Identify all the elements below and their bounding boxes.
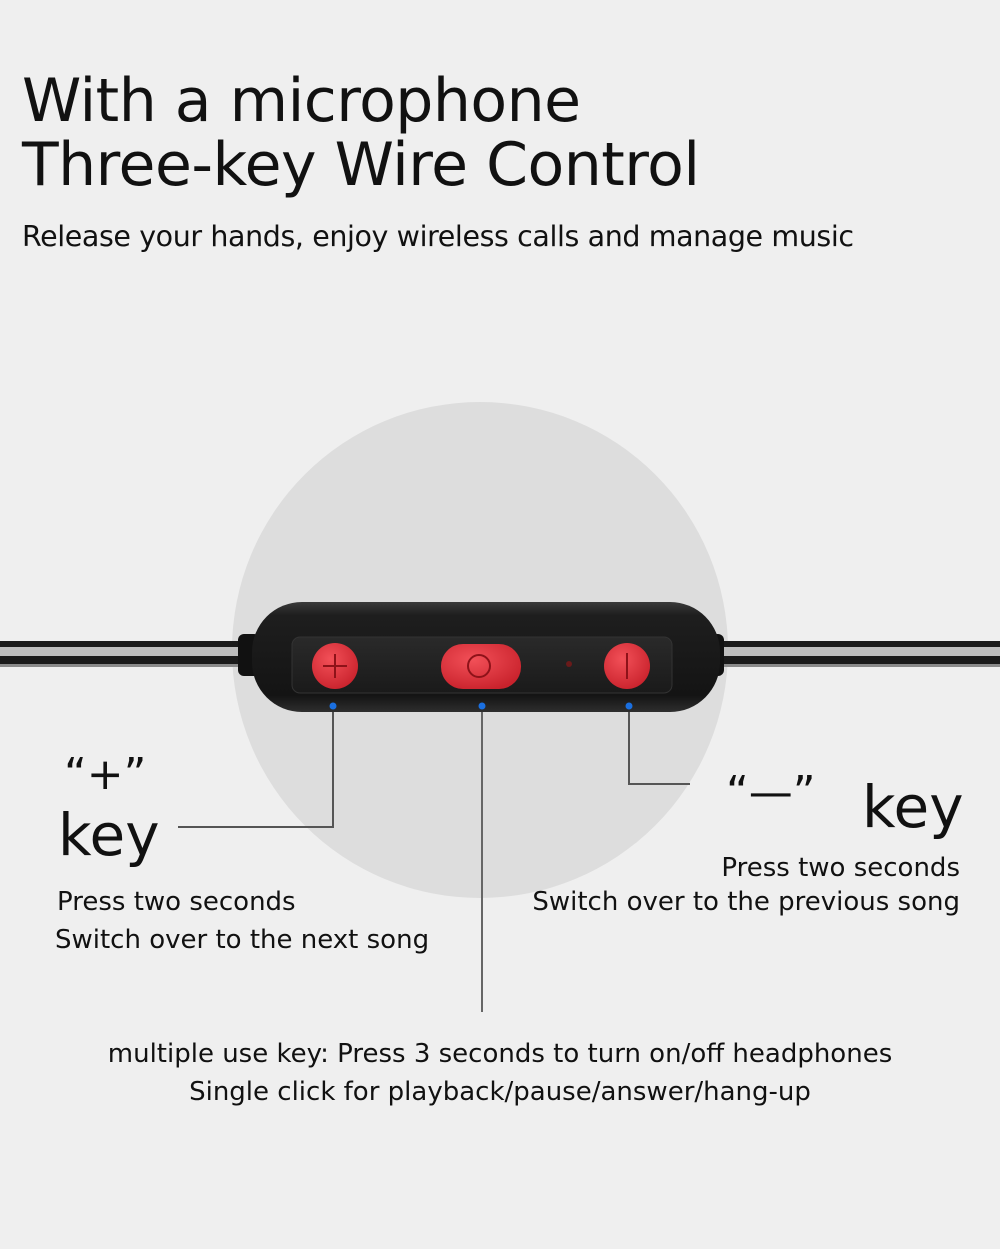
microphone-hole-icon <box>566 661 572 667</box>
title-line-1: With a microphone <box>22 66 581 136</box>
plus-key-desc-2: Switch over to the next song <box>55 925 430 955</box>
right-cable <box>715 641 1000 667</box>
minus-key-desc-1: Press two seconds <box>721 853 960 883</box>
title-line-2: Three-key Wire Control <box>22 130 700 200</box>
left-cable <box>0 641 250 667</box>
plus-indicator-dot <box>329 702 337 710</box>
multi-indicator-dot <box>478 702 486 710</box>
subtitle: Release your hands, enjoy wireless calls… <box>22 220 854 253</box>
plus-key-quote: “+” <box>64 749 147 800</box>
circle-icon <box>467 654 491 678</box>
minus-indicator-dot <box>625 702 633 710</box>
plus-button[interactable] <box>312 643 358 689</box>
plus-key-desc-1: Press two seconds <box>57 887 296 917</box>
minus-key-label: key <box>862 773 964 841</box>
multi-key-desc-2: Single click for playback/pause/answer/h… <box>189 1077 811 1107</box>
plus-key-label: key <box>58 801 160 869</box>
plus-icon <box>323 654 347 678</box>
minus-leader-line <box>628 712 690 785</box>
remote-control-diagram <box>0 338 1000 1249</box>
minus-key-quote: “—” <box>726 767 816 818</box>
plus-leader-line <box>178 712 334 828</box>
minus-button[interactable] <box>604 643 650 689</box>
minus-key-desc-2: Switch over to the previous song <box>532 887 960 917</box>
multifunction-button[interactable] <box>441 644 521 689</box>
multi-key-desc-1: multiple use key: Press 3 seconds to tur… <box>107 1039 893 1069</box>
